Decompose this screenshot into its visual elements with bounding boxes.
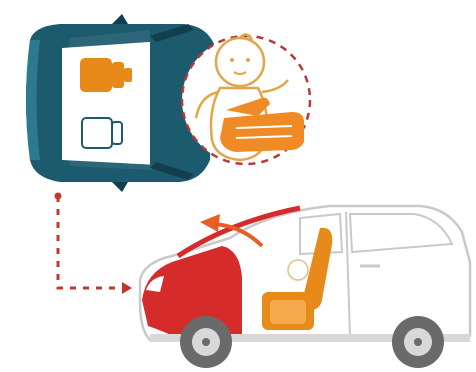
baby-callout — [182, 34, 310, 164]
car-side-view — [140, 206, 470, 368]
driver-seat-top — [82, 118, 122, 148]
rear-wheel — [392, 316, 444, 368]
front-wheel — [180, 316, 232, 368]
connector-line — [55, 193, 133, 295]
